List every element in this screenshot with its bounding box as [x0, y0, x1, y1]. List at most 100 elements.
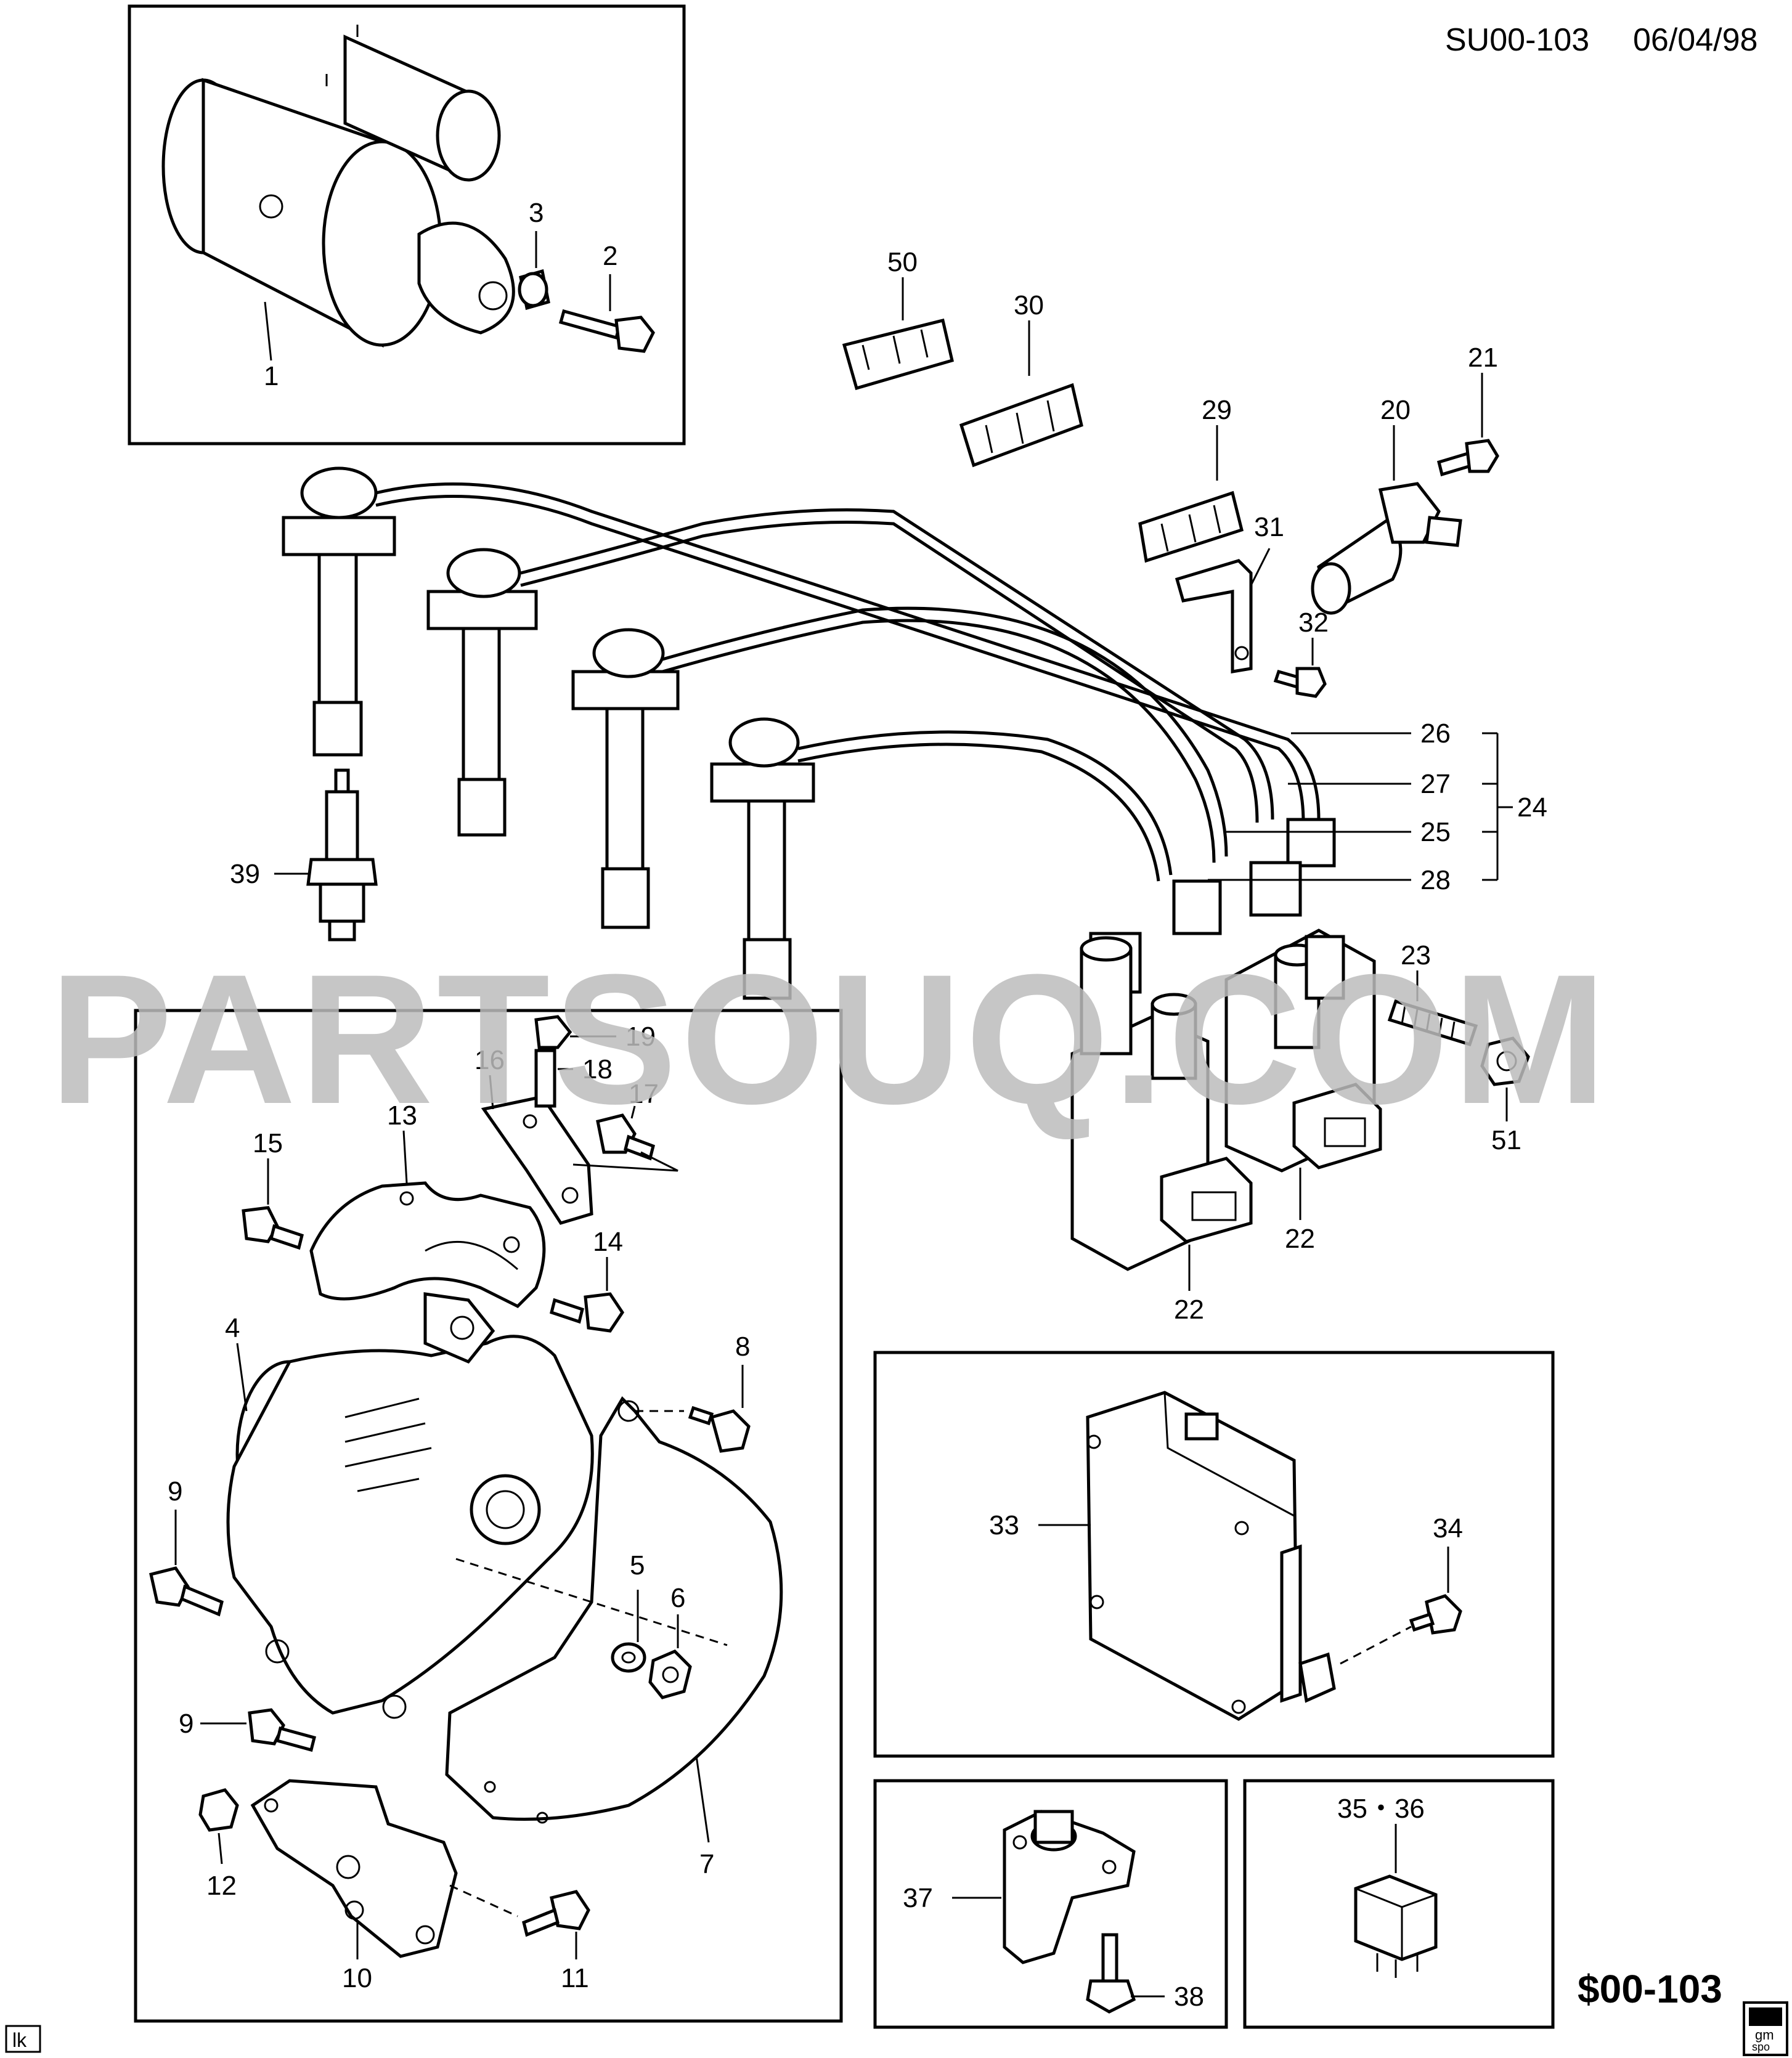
ignition-coil-part-22-rear[interactable]: [1224, 929, 1382, 1173]
nut-part-12[interactable]: [198, 1788, 239, 1832]
callout-20: 20: [1380, 395, 1411, 425]
svg-text:spo: spo: [1752, 2041, 1770, 2053]
leader-4: [236, 1343, 248, 1412]
starter-motor[interactable]: [161, 25, 515, 348]
alternator-inset-box: [134, 1009, 843, 2023]
bracket-part-10[interactable]: [250, 1779, 458, 1958]
callout-39: 39: [230, 859, 260, 889]
callout-8: 8: [735, 1332, 750, 1362]
corner-tag: lk: [5, 2025, 41, 2053]
callout-12: 12: [206, 1871, 237, 1901]
bolt-part-11[interactable]: [522, 1890, 590, 1937]
sensor-inset-box: [873, 1779, 1228, 2029]
callout-35-36: 35・36: [1337, 1794, 1425, 1824]
callout-26: 26: [1420, 718, 1451, 749]
callout-14: 14: [593, 1227, 623, 1257]
callout-9-b: 9: [179, 1709, 193, 1739]
bolt-part-9-upper[interactable]: [149, 1566, 224, 1617]
ecu-part-33[interactable]: [1086, 1391, 1336, 1721]
sensor-part-37[interactable]: [1003, 1810, 1136, 1964]
callout-24: 24: [1517, 792, 1547, 823]
page-code: $00-103: [1578, 1967, 1722, 2011]
callout-13: 13: [387, 1100, 417, 1131]
bolt-part-8[interactable]: [688, 1405, 751, 1453]
bolt-part-9-lower[interactable]: [248, 1708, 317, 1752]
bolt-part-14[interactable]: [550, 1292, 625, 1333]
clip-part-50[interactable]: [842, 318, 954, 391]
callout-17: 17: [629, 1079, 659, 1109]
relay-part-35-36[interactable]: [1354, 1874, 1438, 1978]
leader-17: [572, 1105, 678, 1172]
callout-6: 6: [670, 1583, 685, 1613]
callout-31: 31: [1254, 512, 1284, 542]
adjust-arm-part-13[interactable]: [309, 1181, 546, 1309]
callout-22-b: 22: [1285, 1224, 1315, 1254]
leader-16: [489, 1075, 494, 1110]
bolt-part-2[interactable]: [558, 309, 655, 353]
bolt-part-21[interactable]: [1436, 439, 1499, 477]
leader-31: [1250, 548, 1271, 586]
nut-part-51[interactable]: [1480, 1036, 1530, 1086]
diagram-ref: SU00-103: [1445, 22, 1589, 58]
ecu-inset-box: [873, 1351, 1555, 1758]
ignition-coil-part-22-front[interactable]: [1070, 936, 1253, 1271]
spark-plug-part-39[interactable]: [306, 768, 378, 942]
callout-23: 23: [1401, 940, 1431, 970]
callout-7: 7: [699, 1849, 714, 1879]
leader-1: [264, 301, 272, 361]
bushing-part-3[interactable]: [518, 269, 550, 311]
callout-15: 15: [253, 1128, 283, 1158]
leader-34-dash: [1340, 1625, 1412, 1665]
gm-spo-logo: gm spo: [1743, 2001, 1788, 2056]
callout-37: 37: [903, 1883, 933, 1913]
callout-51: 51: [1491, 1125, 1521, 1155]
callout-10: 10: [342, 1963, 372, 1993]
bolt-part-15[interactable]: [242, 1206, 304, 1250]
bolt-part-38[interactable]: [1086, 1933, 1136, 2014]
nut-part-6[interactable]: [648, 1649, 692, 1699]
relay-inset-box: [1243, 1779, 1555, 2029]
callout-21: 21: [1468, 343, 1498, 373]
callout-27: 27: [1420, 769, 1451, 799]
callout-22-a: 22: [1174, 1295, 1204, 1325]
callout-29: 29: [1202, 395, 1232, 425]
stud-part-23[interactable]: [1387, 999, 1478, 1047]
leader-11-dash: [449, 1884, 518, 1918]
sensor-part-20[interactable]: [1311, 482, 1462, 615]
callout-9-a: 9: [168, 1476, 182, 1507]
callout-38: 38: [1174, 1982, 1204, 2012]
callout-2: 2: [603, 241, 617, 271]
bracket-part-31[interactable]: [1175, 559, 1253, 673]
leader-5-6-dash: [455, 1558, 728, 1646]
starter-inset-box: [128, 4, 686, 445]
starter-group: 1 3 2: [128, 4, 686, 445]
leader-7: [695, 1755, 710, 1843]
washer-part-5[interactable]: [611, 1642, 646, 1673]
callout-34: 34: [1433, 1513, 1463, 1544]
callout-1: 1: [264, 361, 279, 391]
callout-11: 11: [561, 1963, 589, 1993]
callout-33: 33: [989, 1510, 1019, 1540]
callout-30: 30: [1014, 290, 1044, 320]
bolt-part-32[interactable]: [1273, 667, 1327, 698]
watermark: PARTSOUQ.COM: [49, 935, 1610, 1142]
callout-3: 3: [529, 198, 544, 228]
alternator-part-4[interactable]: [226, 1292, 594, 1719]
callout-16: 16: [474, 1045, 505, 1075]
callout-5: 5: [630, 1550, 645, 1580]
callout-18: 18: [582, 1054, 613, 1084]
svg-text:gm: gm: [1755, 2027, 1774, 2043]
clip-part-30[interactable]: [959, 383, 1083, 468]
clip-part-29[interactable]: [1138, 490, 1244, 563]
bolt-part-17[interactable]: [596, 1113, 655, 1161]
leader-12: [218, 1832, 223, 1865]
stud-part-18[interactable]: [534, 1049, 556, 1108]
wire-set-callouts: 26 27 25 28 24: [1208, 718, 1547, 895]
nut-part-19[interactable]: [534, 1015, 572, 1049]
callout-28: 28: [1420, 865, 1451, 895]
diagram-date: 06/04/98: [1633, 22, 1757, 58]
callout-50: 50: [887, 247, 918, 277]
bolt-part-34[interactable]: [1409, 1594, 1462, 1635]
callout-19: 19: [625, 1022, 656, 1052]
